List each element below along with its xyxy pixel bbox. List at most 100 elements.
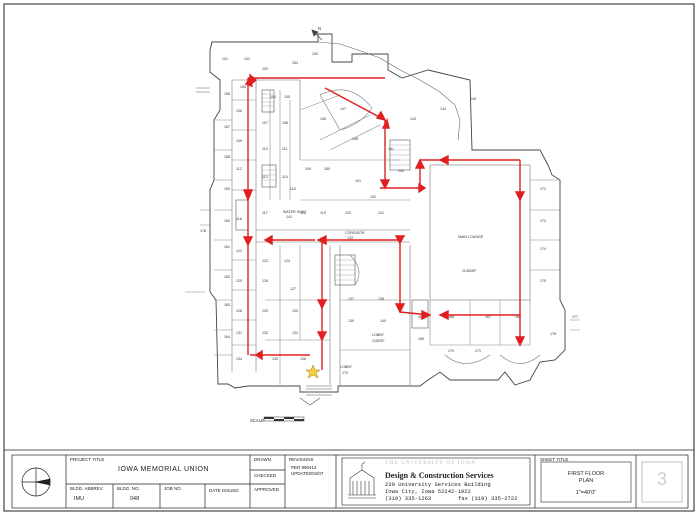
north-label: N <box>318 26 321 31</box>
room-number: 146 <box>320 117 326 121</box>
room-number: 123 <box>262 259 268 263</box>
revisions-line2: UPDATED04/07 <box>291 471 324 476</box>
room-number: 163 <box>224 303 230 307</box>
room-number: 152 <box>370 195 376 199</box>
room-number: 117 <box>262 211 268 215</box>
room-number: 109 <box>236 139 242 143</box>
room-number: 105 <box>284 95 290 99</box>
compass-icon <box>21 467 51 497</box>
room-number: 136 <box>300 357 306 361</box>
room-number: 145 <box>470 97 476 101</box>
room-number: 139 <box>348 319 354 323</box>
room-corridor: CORRIDOR <box>345 231 365 235</box>
room-number: 148 <box>352 137 358 141</box>
room-number: 137 <box>348 297 354 301</box>
room-number: 118 <box>300 211 306 215</box>
room-lobby-2: LOBBY <box>372 333 385 337</box>
room-corridor-no: 133 <box>347 236 353 240</box>
main-lounge <box>429 164 531 301</box>
room-number: 142 <box>398 169 404 173</box>
bldg-no-label: BLDG. NO. <box>117 486 140 491</box>
room-number: 178 <box>200 229 206 233</box>
evacuation-route <box>242 73 526 370</box>
room-number: 150 <box>324 167 330 171</box>
room-number: 166 <box>448 315 454 319</box>
room-number: 156 <box>224 92 230 96</box>
room-number: 125 <box>236 279 242 283</box>
bldg-abbrev-label: BLDG. ABBREV. <box>70 486 104 491</box>
scale-bar: SCALE <box>250 416 305 423</box>
checked-label: CHECKED <box>254 473 277 478</box>
title-block <box>11 454 689 509</box>
room-number: 161 <box>224 245 230 249</box>
room-lobby: LOBBY <box>340 365 353 369</box>
plan-north-arrow-icon <box>311 29 323 41</box>
address-line2: Iowa City, Iowa 52242-1922 <box>385 488 471 495</box>
room-number: 111 <box>282 147 287 151</box>
room-number: 114 <box>282 175 288 179</box>
room-number: 168 <box>515 315 521 319</box>
room-number: 147 <box>340 107 346 111</box>
sheet-title-line1: FIRST FLOOR <box>567 471 605 477</box>
date-issued-label: DATE ISSUED <box>209 488 239 493</box>
revisions-label: REVISIONS <box>289 457 314 462</box>
sheet-border <box>3 3 695 512</box>
room-number: 115 <box>290 187 296 191</box>
room-lobby-2-area: 2150SF <box>372 339 385 343</box>
room-number: 116 <box>236 217 242 221</box>
building-outline <box>209 33 566 393</box>
room-number: 119 <box>320 211 326 215</box>
approved-label: APPROVED <box>254 487 280 492</box>
room-number: 173 <box>540 219 546 223</box>
room-number: 172 <box>540 187 546 191</box>
room-water-shut: WATER SHUT <box>283 210 307 214</box>
room-number: 121 <box>378 211 384 215</box>
room-number: 104 <box>270 95 276 99</box>
room-number: 112 <box>236 167 242 171</box>
room-number: 131 <box>236 331 242 335</box>
room-number: 165 <box>418 315 424 319</box>
room-number: 122 <box>236 249 242 253</box>
sheet-title-line2: PLAN <box>578 478 594 484</box>
room-water-shut-no: 141 <box>286 215 292 219</box>
room-number: 143 <box>410 117 416 121</box>
room-number: 140 <box>380 319 386 323</box>
room-number: 154 <box>292 61 298 65</box>
bldg-abbrev: IMU <box>74 496 85 502</box>
room-number: 164 <box>224 335 230 339</box>
phone-number: (319) 335-1263 <box>385 495 432 502</box>
room-number: 134 <box>236 357 242 361</box>
svg-text:SCALE: SCALE <box>250 418 264 423</box>
room-number: 175 <box>540 279 546 283</box>
address-line1: 230 University Services Building <box>385 481 491 488</box>
room-number: 169 <box>418 337 424 341</box>
job-no-label: JOB NO. <box>164 486 183 491</box>
sheet-scale: 1"=40'0" <box>575 490 597 496</box>
fax-number: fax (319) 335-2722 <box>458 495 518 502</box>
room-number: 128 <box>236 309 242 313</box>
room-number: 155 <box>240 85 246 89</box>
room-number: 101 <box>222 57 228 61</box>
sheet-title-label: SHEET TITLE <box>540 457 569 462</box>
room-number: 176 <box>550 332 556 336</box>
room-number: 120 <box>345 211 351 215</box>
room-number: 162 <box>224 275 230 279</box>
room-number: 149 <box>305 167 311 171</box>
room-number: 174 <box>540 247 546 251</box>
room-main-lounge-area: 11450SF <box>462 269 477 273</box>
room-number: 158 <box>224 155 230 159</box>
room-number: 144 <box>440 107 446 111</box>
you-are-here-star <box>305 364 321 379</box>
room-main-lounge: MAIN LOUNGE <box>458 235 484 239</box>
room-number: 153 <box>312 52 318 56</box>
room-number: 167 <box>485 315 491 319</box>
room-number: 171 <box>475 349 481 353</box>
room-number: 130 <box>292 309 298 313</box>
university-name: THE UNIVERSITY OF IOWA <box>385 460 476 466</box>
project-title-label: PROJECT TITLE <box>70 457 105 462</box>
room-number: 157 <box>224 125 230 129</box>
revisions-line1: PER 990414 <box>291 465 317 470</box>
university-building-icon <box>348 461 376 499</box>
